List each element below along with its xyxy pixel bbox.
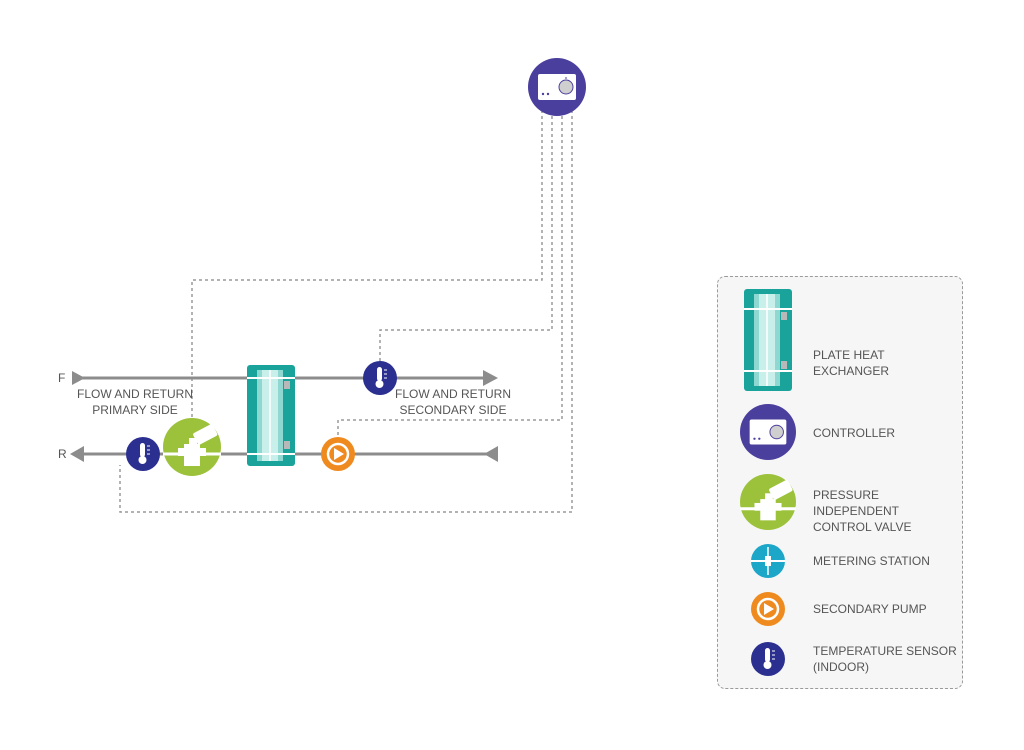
legend-item-metering: METERING STATION [718, 543, 962, 583]
legend-label-valve-line2: CONTROL VALVE [813, 520, 912, 534]
control-wiring [119, 110, 573, 513]
return-outlet-arrow [70, 446, 84, 462]
wire-controller-to-return-sensor [119, 110, 573, 513]
legend-label-pump: SECONDARY PUMP [813, 602, 927, 616]
legend-item-heat-exchanger: PLATE HEAT EXCHANGER [718, 289, 962, 393]
controller-icon [740, 403, 796, 461]
return-inlet-arrow [484, 446, 498, 462]
control-valve [163, 418, 221, 476]
legend-label-heat-exchanger: PLATE HEAT EXCHANGER [813, 348, 890, 378]
legend: PLATE HEAT EXCHANGER CONTROLLER [717, 276, 963, 689]
legend-item-valve: PRESSURE INDEPENDENT CONTROL VALVE [718, 473, 962, 535]
plate-heat-exchanger-icon [740, 289, 796, 391]
wire-controller-to-pump [337, 110, 563, 440]
valve-icon [740, 473, 796, 531]
primary-side-label-line1: FLOW AND RETURN [77, 387, 193, 401]
legend-label-temp-sensor: TEMPERATURE SENSOR (INDOOR) [813, 643, 957, 675]
wire-controller-to-flow-sensor [379, 110, 553, 362]
primary-side-label-line2: PRIMARY SIDE [92, 403, 178, 417]
return-label: R [58, 447, 67, 461]
flow-inlet-arrow [72, 371, 85, 385]
legend-label-valve: PRESSURE INDEPENDENT CONTROL VALVE [813, 487, 962, 535]
flow-temperature-sensor [363, 361, 397, 395]
pump-icon [740, 591, 796, 627]
legend-item-pump: SECONDARY PUMP [718, 591, 962, 631]
legend-label-temp-sensor-line1: TEMPERATURE SENSOR [813, 644, 957, 658]
legend-label-controller: CONTROLLER [813, 426, 896, 440]
flow-label: F [58, 371, 65, 385]
temperature-sensor-icon [740, 641, 796, 677]
return-temperature-sensor [126, 437, 160, 471]
plate-heat-exchanger [247, 365, 295, 466]
wire-controller-to-valve [191, 110, 543, 425]
legend-item-controller: CONTROLLER [718, 403, 962, 463]
flow-outlet-arrow [483, 370, 498, 386]
legend-label-valve-line1: PRESSURE INDEPENDENT [813, 488, 900, 518]
metering-station-icon [740, 543, 796, 579]
legend-label-temp-sensor-line2: (INDOOR) [813, 660, 869, 674]
legend-label-metering: METERING STATION [813, 554, 930, 568]
secondary-side-label-line2: SECONDARY SIDE [400, 403, 507, 417]
secondary-side-label-line1: FLOW AND RETURN [395, 387, 511, 401]
controller [528, 58, 586, 116]
secondary-pump [321, 437, 355, 471]
legend-item-temp-sensor: TEMPERATURE SENSOR (INDOOR) [718, 641, 962, 681]
